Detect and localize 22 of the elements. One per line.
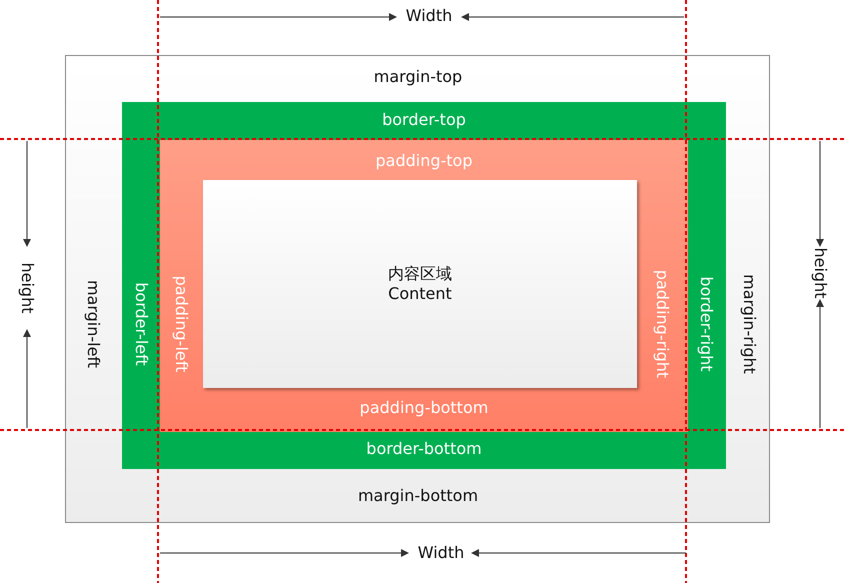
content-label: Content xyxy=(388,284,452,304)
dimension-label: height xyxy=(17,262,37,314)
top-label: margin-top xyxy=(374,67,462,87)
dimension-label: Width xyxy=(418,543,464,563)
dimension-label: height xyxy=(810,248,830,298)
margin-box xyxy=(65,55,770,523)
right-label: border-right xyxy=(696,276,716,372)
bottom-label: border-bottom xyxy=(366,439,482,459)
padding-box xyxy=(160,140,688,432)
left-label: margin-left xyxy=(83,280,103,368)
content-box xyxy=(203,180,637,388)
dimension-label: Width xyxy=(406,6,452,26)
bottom-label: padding-bottom xyxy=(360,398,488,418)
bottom-label: margin-bottom xyxy=(358,486,478,506)
left-label: padding-left xyxy=(171,276,191,372)
border-box xyxy=(122,102,726,469)
left-label: border-left xyxy=(131,282,151,366)
right-label: margin-right xyxy=(739,274,759,374)
content-label: 内容区域 xyxy=(388,264,452,284)
top-label: border-top xyxy=(382,110,466,130)
right-label: padding-right xyxy=(652,270,672,378)
top-label: padding-top xyxy=(376,151,472,171)
